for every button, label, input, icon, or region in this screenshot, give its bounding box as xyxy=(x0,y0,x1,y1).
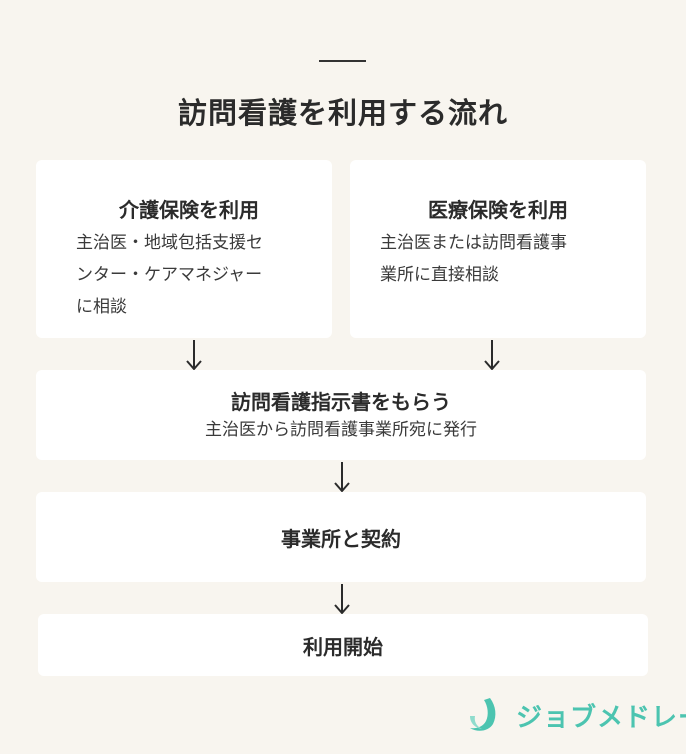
title-top-rule xyxy=(319,60,366,62)
nursing-order-description: 主治医から訪問看護事業所宛に発行 xyxy=(205,420,477,440)
arrow-down-icon xyxy=(334,584,350,615)
medical-insurance-description: 主治医または訪問看護事 業所に直接相談 xyxy=(380,233,567,285)
contract-box: 事業所と契約 xyxy=(36,492,646,582)
care-insurance-title: 介護保険を利用 xyxy=(119,198,259,222)
nursing-order-box: 訪問看護指示書をもらう 主治医から訪問看護事業所宛に発行 xyxy=(36,370,646,460)
job-medley-logo: ジョブメドレー xyxy=(466,694,686,736)
contract-title: 事業所と契約 xyxy=(281,526,401,551)
arrow-down-icon xyxy=(484,340,500,371)
medical-insurance-box: 医療保険を利用 主治医または訪問看護事 業所に直接相談 xyxy=(350,160,646,338)
job-medley-logo-icon xyxy=(470,698,496,731)
job-medley-logo-text: ジョブメドレー xyxy=(516,702,686,733)
page-title: 訪問看護を利用する流れ xyxy=(177,96,508,130)
care-insurance-box: 介護保険を利用 主治医・地域包括支援セ ンター・ケアマネジャー に相談 xyxy=(36,160,332,338)
arrow-down-icon xyxy=(334,462,350,493)
start-title: 利用開始 xyxy=(303,634,383,659)
arrow-down-icon xyxy=(186,340,202,371)
care-insurance-description: 主治医・地域包括支援セ ンター・ケアマネジャー に相談 xyxy=(76,233,263,317)
nursing-order-title: 訪問看護指示書をもらう xyxy=(231,390,451,414)
start-box: 利用開始 xyxy=(38,614,648,676)
medical-insurance-title: 医療保険を利用 xyxy=(428,198,568,222)
